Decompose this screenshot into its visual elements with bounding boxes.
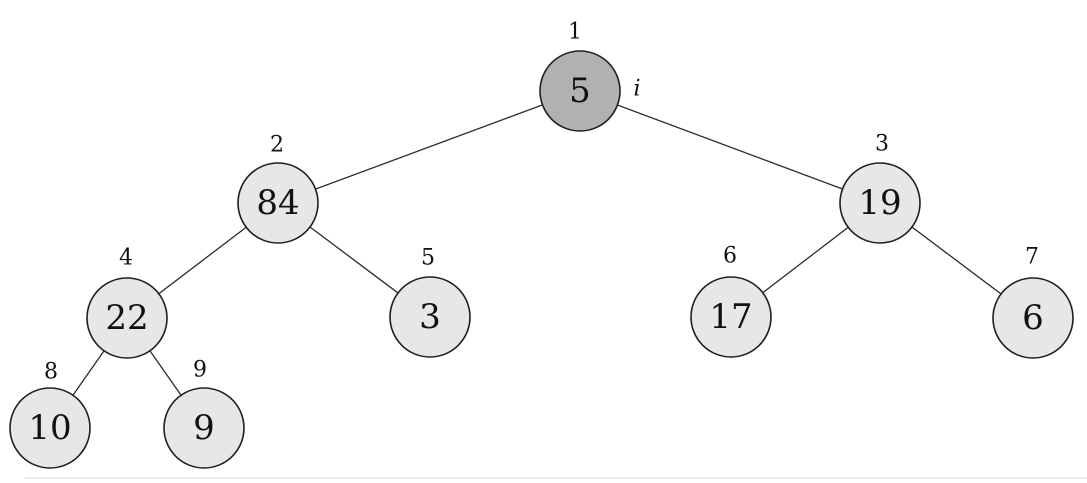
tree-node: 84 2 xyxy=(237,133,319,244)
node-index-label: 8 xyxy=(44,360,58,385)
node-circle xyxy=(839,162,921,244)
tree-edge-1-3 xyxy=(579,90,881,204)
node-circle xyxy=(9,387,91,469)
node-value: 17 xyxy=(709,297,752,337)
tree-node: 22 4 xyxy=(86,246,168,359)
node-index-label: 2 xyxy=(270,133,284,158)
node-circle xyxy=(163,387,245,469)
tree-node: 17 6 xyxy=(690,244,772,358)
node-circle xyxy=(237,162,319,244)
node-circle xyxy=(690,276,772,358)
node-circle-highlighted xyxy=(539,50,621,132)
node-index-label: 6 xyxy=(723,244,737,269)
node-value: 6 xyxy=(1022,298,1044,338)
node-value: 19 xyxy=(858,183,901,223)
node-index-label: 4 xyxy=(119,246,133,271)
tree-node: 67 xyxy=(992,245,1074,359)
tree-edge-1-2 xyxy=(277,90,581,204)
tree-node: 51 xyxy=(539,20,621,132)
tree-node: 19 3 xyxy=(839,132,921,244)
node-value: 5 xyxy=(569,71,591,111)
node-index-label: 5 xyxy=(421,246,435,271)
tree-node: 99 xyxy=(163,358,245,469)
node-index-label: 1 xyxy=(568,20,582,45)
node-value: 84 xyxy=(256,183,299,223)
node-circle xyxy=(86,277,168,359)
node-value: 9 xyxy=(193,408,215,448)
node-index-label: 7 xyxy=(1025,245,1039,270)
node-value: 3 xyxy=(419,297,441,337)
annotation-i: i xyxy=(633,77,640,102)
node-value: 22 xyxy=(105,298,148,338)
node-index-label: 9 xyxy=(193,358,207,383)
node-value: 10 xyxy=(28,408,71,448)
node-index-label: 3 xyxy=(875,132,889,157)
node-circle xyxy=(992,277,1074,359)
tree-node: 35 xyxy=(389,246,471,358)
tree-node: 10 8 xyxy=(9,360,91,469)
node-circle xyxy=(389,276,471,358)
